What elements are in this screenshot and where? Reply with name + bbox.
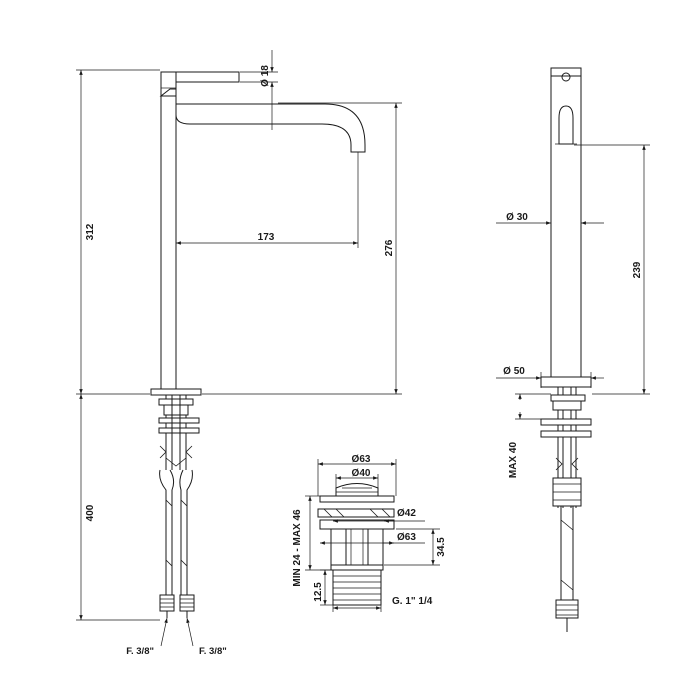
- dim-thread-label: G. 1" 1/4: [392, 596, 433, 607]
- side-view: Ø 30 239 Ø 50 MAX 40: [496, 67, 650, 632]
- dim-312-label: 312: [85, 223, 96, 240]
- dim-deck-range-label: MIN 24 - MAX 46: [292, 509, 303, 587]
- dim-flange-height-label: 34.5: [436, 537, 447, 557]
- hose-left-thread-label: F. 3/8": [126, 646, 154, 657]
- front-view: 312 400 276 173 Ø 18: [76, 50, 402, 657]
- dim-body-diameter-label: Ø 30: [506, 212, 528, 223]
- dim-hole-diameter-label: Ø42: [397, 508, 416, 519]
- faucet-body: [150, 71, 366, 396]
- dim-body-diameter: Ø 30: [496, 212, 604, 225]
- dim-hole-diameter: Ø42: [333, 508, 425, 523]
- dim-base-diameter-label: Ø 50: [503, 366, 525, 377]
- dim-thread: G. 1" 1/4: [332, 596, 433, 612]
- dim-cap-outer: Ø63: [317, 454, 397, 496]
- waste-detail-view: Ø63 Ø40 Ø42 Ø63 34.5: [292, 454, 447, 612]
- side-under-deck: [540, 387, 592, 632]
- faucet-lever: [175, 71, 240, 83]
- faucet-column: [160, 95, 177, 390]
- dim-max-deck: MAX 40: [508, 393, 551, 479]
- side-faucet-column: [550, 75, 582, 378]
- dim-239-label: 239: [632, 261, 643, 278]
- side-spout-opening: [558, 105, 574, 145]
- dim-400-label: 400: [85, 504, 96, 521]
- side-faucet-base: [540, 376, 592, 388]
- dim-flange-height: 34.5: [384, 528, 447, 566]
- hose-right-thread-label: F. 3/8": [199, 646, 227, 657]
- dim-18-label: Ø 18: [260, 65, 271, 87]
- dim-spout-reach: 173: [175, 125, 359, 248]
- dim-lever-diameter: Ø 18: [240, 50, 278, 130]
- dim-bottom-height: 12.5: [313, 569, 333, 606]
- dim-base-diameter: Ø 50: [496, 366, 604, 388]
- dim-spout-height: 276: [202, 102, 402, 395]
- dim-cap-inner-label: Ø40: [352, 468, 371, 479]
- side-faucet-body: [540, 67, 592, 388]
- dim-outlet-height: 239: [574, 144, 650, 395]
- hose-thread-labels: F. 3/8" F. 3/8": [126, 617, 227, 657]
- faucet-spout: [175, 103, 366, 153]
- dim-max-deck-label: MAX 40: [508, 442, 519, 479]
- dim-below-deck: 400: [76, 394, 160, 621]
- waste-deck: [317, 508, 395, 518]
- faucet-base: [150, 388, 202, 396]
- dim-276-label: 276: [384, 239, 395, 256]
- dim-overall-height: 312: [76, 69, 160, 395]
- dim-flange-outer: Ø63: [320, 532, 425, 545]
- dim-bottom-height-label: 12.5: [313, 582, 324, 602]
- under-deck-assembly: [158, 395, 200, 618]
- dim-cap-outer-label: Ø63: [352, 454, 371, 465]
- cartridge-joint: [159, 88, 177, 97]
- dim-cap-inner: Ø40: [335, 468, 379, 488]
- dim-173-label: 173: [258, 232, 275, 243]
- waste-cap: [319, 495, 395, 503]
- side-lever-pivot: [561, 72, 571, 82]
- dim-flange-outer-label: Ø63: [397, 532, 416, 543]
